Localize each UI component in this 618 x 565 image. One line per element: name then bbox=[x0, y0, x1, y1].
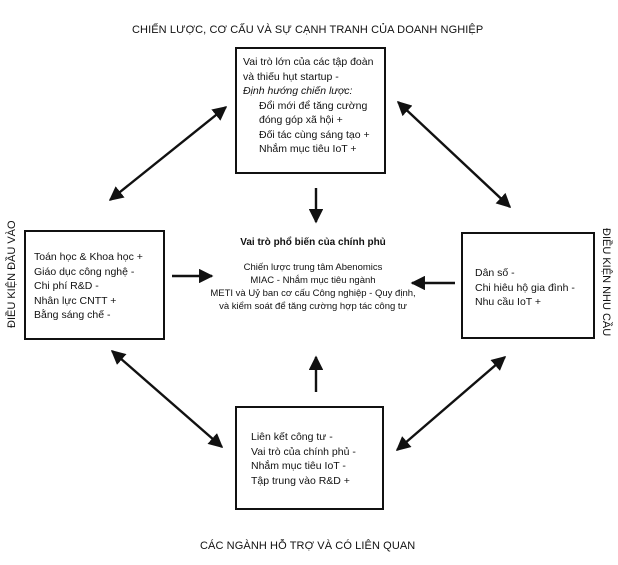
box-factor-line: Nhân lực CNTT + bbox=[34, 294, 117, 307]
label-demand-conditions: ĐIỀU KIỆN NHU CẦU bbox=[600, 228, 612, 337]
center-government-line: và kiểm soát để tăng cường hợp tác công … bbox=[219, 301, 407, 312]
box-strategy-text: Vai trò lớn của các tập đoàn và thiếu hụ… bbox=[243, 55, 373, 157]
box-demand-conditions: Dân số - Chi hiêu hộ gia đình - Nhu cầu … bbox=[461, 232, 595, 339]
arrow-top-left bbox=[108, 106, 228, 201]
arrow-top-right bbox=[396, 101, 512, 208]
label-factor-conditions: ĐIỀU KIỆN ĐẦU VÀO bbox=[6, 220, 18, 328]
box-related-line: Liên kết công tư - bbox=[251, 431, 333, 443]
box-strategy-line: đóng góp xã hội + bbox=[259, 114, 343, 126]
box-demand-line: Nhu cầu IoT + bbox=[475, 296, 542, 308]
box-strategy-line: Đổi mới để tăng cường bbox=[259, 99, 368, 112]
label-related-supporting-industries: CÁC NGÀNH HỖ TRỢ VÀ CÓ LIÊN QUAN bbox=[200, 540, 416, 552]
box-related-industries: Liên kết công tư - Vai trò của chính phủ… bbox=[235, 406, 384, 510]
box-factor-line: Toán học & Khoa học + bbox=[34, 251, 143, 263]
box-demand-conditions-text: Dân số - Chi hiêu hộ gia đình - Nhu cầu … bbox=[475, 266, 575, 310]
box-factor-line: Bằng sáng chế - bbox=[34, 309, 111, 321]
box-factor-line: Chi phí R&D - bbox=[34, 280, 99, 292]
box-strategy-orientation-heading: Định hướng chiến lược: bbox=[243, 85, 353, 97]
box-strategy-line: Vai trò lớn của các tập đoàn bbox=[243, 56, 374, 68]
box-related-industries-text: Liên kết công tư - Vai trò của chính phủ… bbox=[251, 430, 356, 488]
arrow-bottom-right bbox=[395, 356, 507, 451]
box-strategy-line: và thiếu hụt startup - bbox=[243, 70, 339, 83]
center-government-line: MIAC - Nhắm mục tiêu ngành bbox=[250, 275, 376, 286]
center-government: Vai trò phổ biến của chính phủ Chiến lượ… bbox=[168, 236, 458, 313]
box-factor-conditions: Toán học & Khoa học + Giáo dục công nghệ… bbox=[24, 230, 165, 340]
box-related-line: Nhắm mục tiêu IoT - bbox=[251, 460, 346, 472]
box-demand-line: Dân số - bbox=[475, 267, 515, 279]
box-demand-line: Chi hiêu hộ gia đình - bbox=[475, 281, 575, 294]
box-factor-conditions-text: Toán học & Khoa học + Giáo dục công nghệ… bbox=[34, 250, 143, 323]
box-strategy-line: Nhắm mục tiêu IoT + bbox=[259, 143, 357, 155]
box-related-line: Vai trò của chính phủ - bbox=[251, 445, 356, 458]
center-government-line: METI và Uỷ ban cơ cấu Công nghiệp - Quy … bbox=[210, 288, 416, 299]
center-government-title: Vai trò phổ biến của chính phủ bbox=[240, 237, 386, 248]
box-strategy-line: Đối tác cùng sáng tạo + bbox=[259, 128, 370, 141]
center-government-line: Chiến lược trung tâm Abenomics bbox=[243, 262, 383, 273]
box-related-line: Tập trung vào R&D + bbox=[251, 474, 350, 487]
box-strategy: Vai trò lớn của các tập đoàn và thiếu hụ… bbox=[235, 47, 386, 174]
label-strategy-structure-rivalry: CHIẾN LƯỢC, CƠ CẤU VÀ SỰ CẠNH TRANH CỦA … bbox=[132, 24, 484, 36]
box-factor-line: Giáo dục công nghệ - bbox=[34, 265, 135, 278]
arrow-bottom-left bbox=[110, 350, 224, 448]
